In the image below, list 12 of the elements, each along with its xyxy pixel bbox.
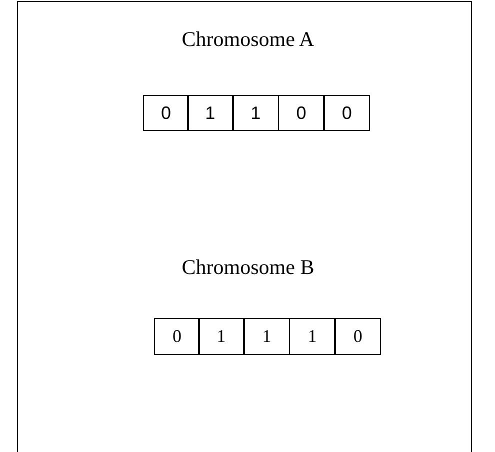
gene-cell: 0 — [334, 318, 381, 355]
gene-cell: 1 — [289, 318, 336, 355]
gene-cell: 0 — [324, 95, 370, 131]
chromosome-title: Chromosome A — [182, 27, 314, 52]
gene-cell: 1 — [187, 95, 234, 131]
gene-cell: 0 — [278, 95, 324, 131]
gene-cell: 1 — [232, 95, 279, 131]
gene-cell: 0 — [154, 318, 200, 355]
gene-cell: 1 — [198, 318, 244, 355]
chromosome-title: Chromosome B — [182, 255, 314, 280]
gene-cell: 0 — [143, 95, 189, 131]
gene-cell: 1 — [244, 318, 290, 355]
